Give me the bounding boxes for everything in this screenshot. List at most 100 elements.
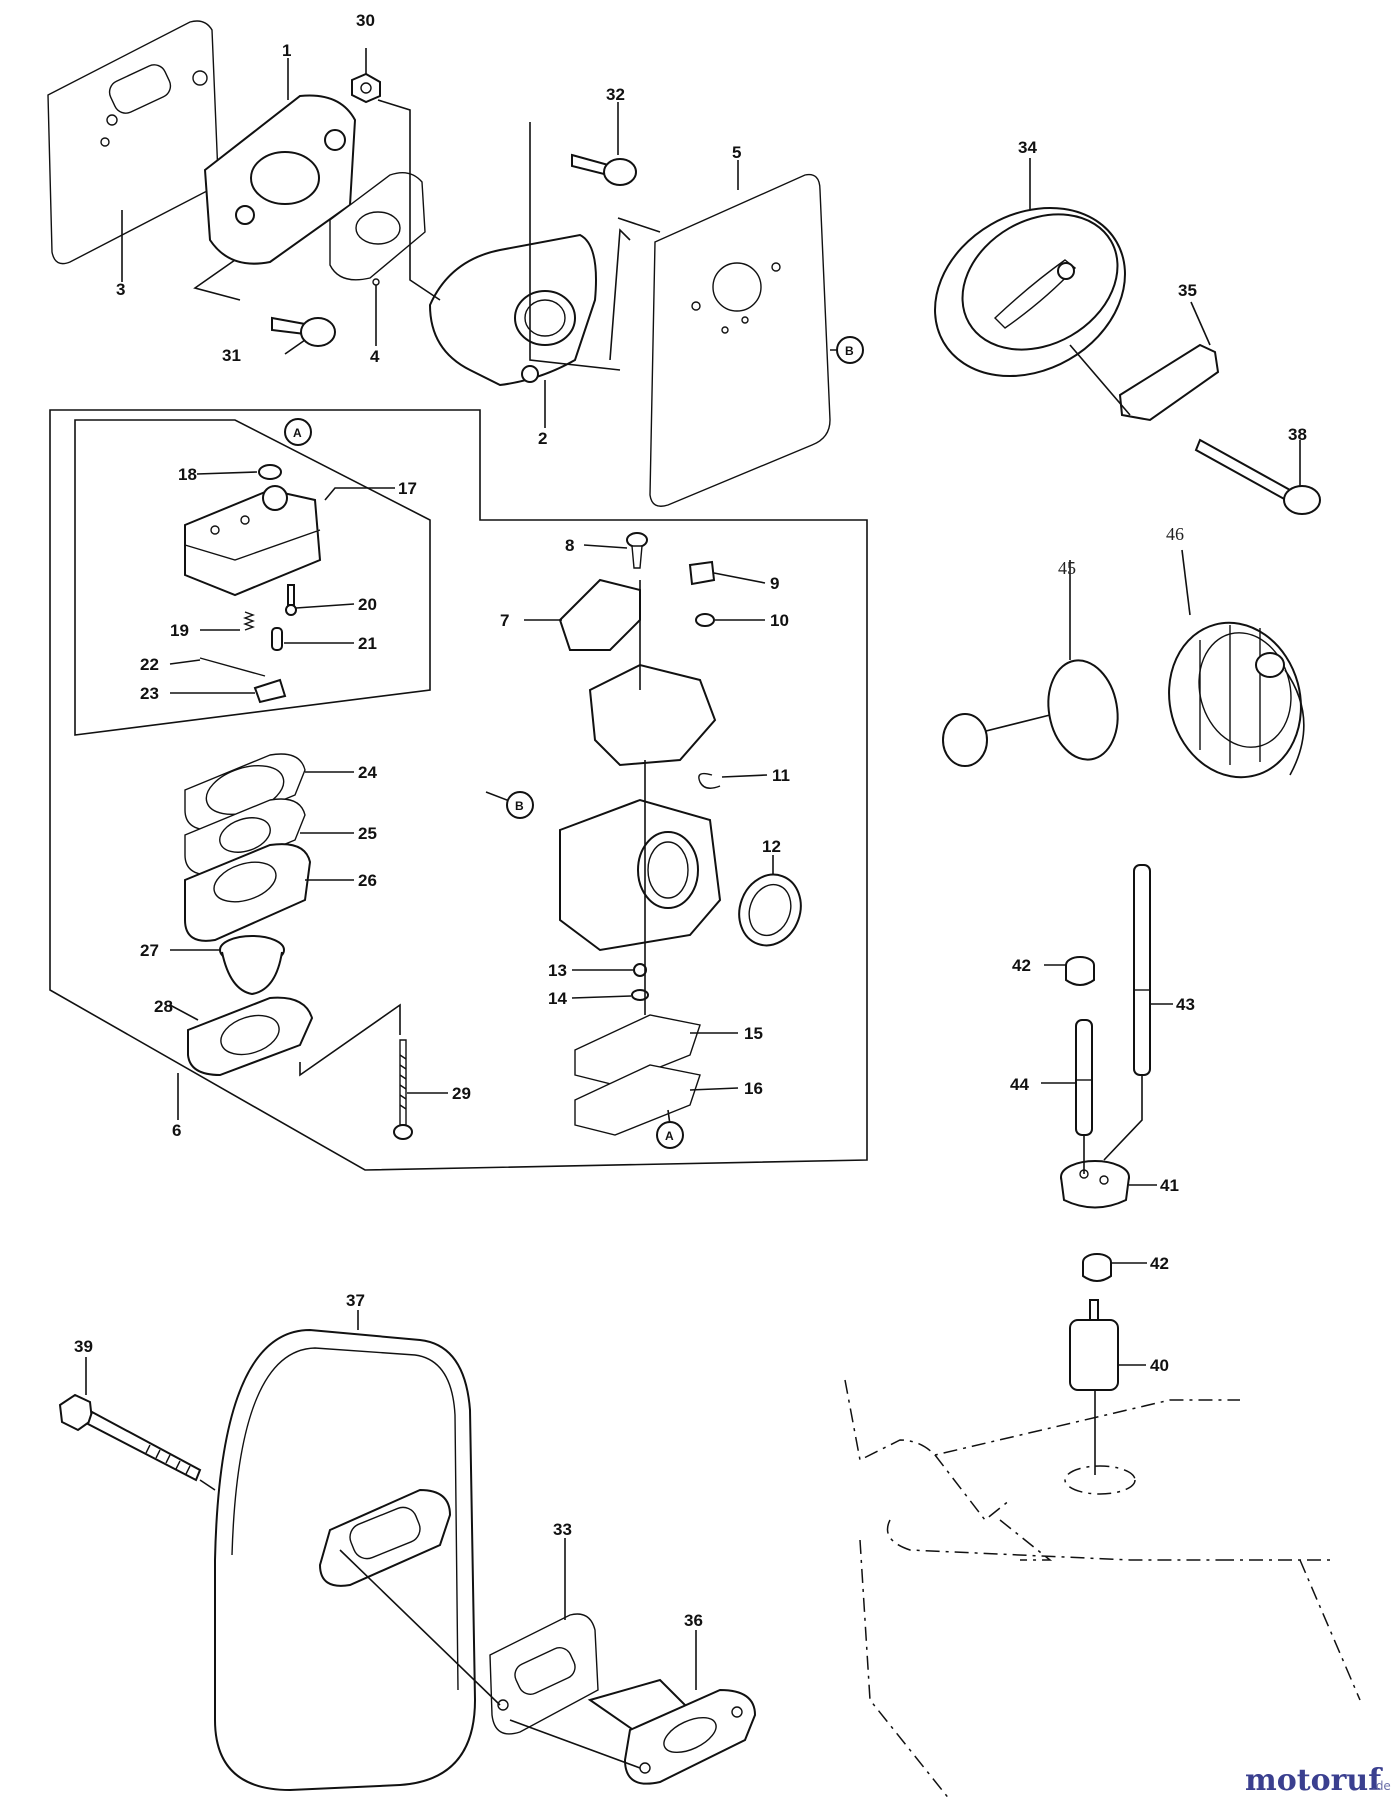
- label-45: 45: [1058, 558, 1076, 578]
- label-12: 12: [762, 837, 781, 856]
- label-43: 43: [1176, 995, 1195, 1014]
- motoruf-watermark-logo: motoruf .de: [1245, 1763, 1391, 1798]
- ref-b-top: B: [845, 344, 854, 358]
- part-33-gasket: [489, 1613, 599, 1735]
- part-23-lever: [253, 678, 287, 704]
- part-45-filter: [942, 560, 1119, 767]
- label-7: 7: [500, 611, 509, 630]
- part-20-screw: [285, 584, 297, 616]
- ref-a-bottom: A: [665, 1129, 674, 1143]
- label-32: 32: [606, 85, 625, 104]
- label-25: 25: [358, 824, 377, 843]
- label-24: 24: [358, 763, 377, 782]
- label-29: 29: [452, 1084, 471, 1103]
- fuel-tank-outline: [844, 1379, 1361, 1800]
- label-42-top: 42: [1012, 956, 1031, 975]
- label-34: 34: [1018, 138, 1037, 157]
- part-43-hose: [1133, 864, 1151, 1076]
- pump-assembly-boundary: [74, 419, 431, 736]
- part-9-screw: [688, 560, 716, 586]
- part-29-screw: [393, 1039, 413, 1140]
- part-12-gasket: [738, 873, 802, 947]
- part-16-plate: [574, 1064, 701, 1136]
- label-8: 8: [565, 536, 574, 555]
- label-4: 4: [370, 347, 380, 366]
- part-3-gasket: [47, 20, 219, 265]
- part-5-gasket: [649, 173, 831, 507]
- part-22-needle: [199, 657, 266, 677]
- label-46: 46: [1166, 524, 1184, 544]
- label-31: 31: [222, 346, 241, 365]
- reference-markers: B A B A: [284, 336, 864, 1149]
- label-11: 11: [772, 766, 790, 785]
- part-40-fuel-filter: [1069, 1299, 1119, 1391]
- part-13-plug: [633, 963, 647, 977]
- label-41: 41: [1160, 1176, 1179, 1195]
- label-42-bottom: 42: [1150, 1254, 1169, 1273]
- label-26: 26: [358, 871, 377, 890]
- ref-b-body: B: [515, 799, 524, 813]
- label-39: 39: [74, 1337, 93, 1356]
- label-3: 3: [116, 280, 125, 299]
- label-36: 36: [684, 1611, 703, 1630]
- part-44-hose: [1075, 1019, 1093, 1136]
- part-17-pump-cover: [184, 485, 322, 597]
- part-labels: 1 2 3 4 5 6 7 8 9 10 11 12 13 14 15 16 1…: [74, 11, 1307, 1630]
- part-28-cover: [187, 996, 314, 1077]
- part-1-insulator: [203, 94, 357, 265]
- part-26-pump-body: [184, 843, 312, 942]
- part-36-deflector: [587, 1678, 757, 1785]
- part-25-gasket: [184, 798, 306, 876]
- part-46-cap: [1168, 549, 1305, 779]
- label-21: 21: [358, 634, 377, 653]
- part-11-clip: [698, 772, 721, 789]
- label-1: 1: [282, 41, 291, 60]
- carburetor-group-boundary: [49, 409, 868, 1171]
- label-16: 16: [744, 1079, 763, 1098]
- label-9: 9: [770, 574, 779, 593]
- part-18-plug: [258, 464, 282, 480]
- part-14-screen: [631, 989, 649, 1001]
- part-15-gasket: [574, 1014, 701, 1086]
- part-10-washer: [695, 613, 715, 627]
- watermark-brand: motoruf: [1245, 1763, 1383, 1798]
- leader-lines: [85, 48, 1301, 1690]
- part-39-bolt: [58, 1393, 202, 1482]
- label-40: 40: [1150, 1356, 1169, 1375]
- part-41-grommet: [1060, 1160, 1130, 1209]
- part-7-lever: [558, 578, 641, 651]
- part-21-pin: [271, 627, 283, 651]
- label-5: 5: [732, 143, 741, 162]
- label-17: 17: [398, 479, 417, 498]
- label-2: 2: [538, 429, 547, 448]
- part-35-bracket: [1118, 343, 1220, 422]
- part-4-gasket: [329, 172, 426, 286]
- label-27: 27: [140, 941, 159, 960]
- label-33: 33: [553, 1520, 572, 1539]
- part-42-grommet-bottom: [1082, 1253, 1112, 1282]
- part-38-bolt: [1194, 438, 1321, 515]
- part-8-screw: [626, 532, 648, 569]
- label-35: 35: [1178, 281, 1197, 300]
- label-6: 6: [172, 1121, 181, 1140]
- part-42-grommet-top: [1065, 956, 1095, 986]
- label-38: 38: [1288, 425, 1307, 444]
- part-2-adaptor: [428, 233, 597, 387]
- part-B-body: [559, 663, 722, 952]
- label-14: 14: [548, 989, 567, 1008]
- label-23: 23: [140, 684, 159, 703]
- part-37-muffler: [214, 1328, 477, 1792]
- label-15: 15: [744, 1024, 763, 1043]
- watermark-tld: .de: [1372, 1779, 1391, 1793]
- label-19: 19: [170, 621, 189, 640]
- part-30-nut: [351, 72, 381, 104]
- part-27-primer-bulb: [219, 935, 285, 996]
- label-10: 10: [770, 611, 789, 630]
- label-18: 18: [178, 465, 197, 484]
- label-20: 20: [358, 595, 377, 614]
- label-44: 44: [1010, 1075, 1029, 1094]
- label-28: 28: [154, 997, 173, 1016]
- label-13: 13: [548, 961, 567, 980]
- ref-a-top: A: [293, 426, 302, 440]
